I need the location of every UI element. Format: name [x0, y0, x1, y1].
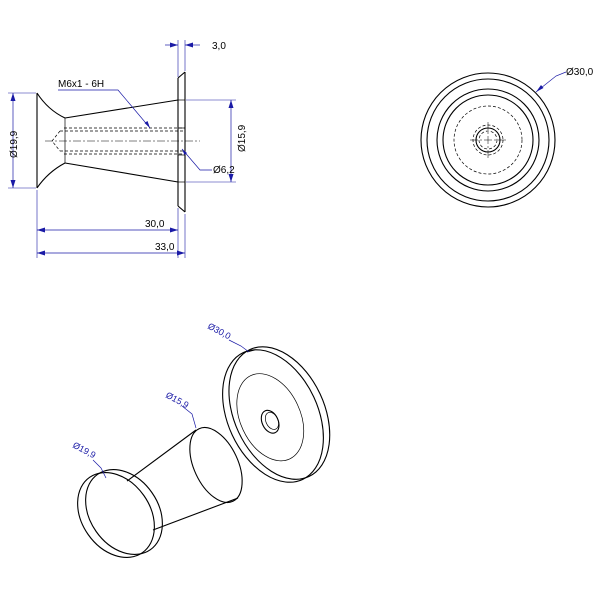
side-view: Ø19,9 Ø15,9 Ø6,2 M6x1 - 6H: [8, 40, 248, 258]
thread-callout-label: M6x1 - 6H: [58, 79, 104, 90]
dim-dia-15-9: Ø15,9: [186, 99, 248, 183]
side-view-profile: [36, 71, 186, 213]
dim-length-33-label: 33,0: [155, 242, 175, 253]
dim-iso-dia-19-9-label: Ø19,9: [71, 440, 97, 460]
iso-flange: [222, 346, 331, 483]
dim-iso-dia-15-9: Ø15,9: [164, 390, 197, 429]
dim-dia-19-9: Ø19,9: [8, 92, 36, 189]
front-flange-edge: [426, 78, 550, 202]
dim-length-33: 33,0: [37, 214, 186, 258]
dim-thickness-3-label: 3,0: [212, 41, 226, 52]
thread-callout: M6x1 - 6H: [58, 79, 151, 129]
dim-dia-19-9-label: Ø19,9: [9, 130, 20, 158]
threaded-hole-hidden: [51, 127, 185, 155]
dim-dia-15-9-label: Ø15,9: [237, 124, 248, 152]
dim-thickness-3: 3,0: [165, 40, 226, 77]
front-hidden-circle: [453, 105, 523, 175]
front-hidden-bore-inner: [478, 130, 498, 150]
dim-length-30: 30,0: [36, 190, 179, 258]
dim-iso-dia-15-9-label: Ø15,9: [164, 390, 190, 410]
dim-dia-6-2-label: Ø6,2: [213, 165, 235, 176]
front-neck-circle: [442, 94, 534, 186]
dim-length-30-label: 30,0: [145, 219, 165, 230]
front-view: Ø30,0: [420, 67, 594, 208]
dim-dia-6-2: Ø6,2: [181, 148, 235, 176]
front-outer-circle: [420, 72, 556, 208]
iso-knob-body: [77, 427, 243, 558]
dim-iso-dia-30: Ø30,0: [206, 321, 250, 353]
dim-front-dia-30-label: Ø30,0: [566, 67, 594, 78]
iso-view: Ø30,0 Ø15,9 Ø19,9: [71, 321, 331, 558]
dim-front-dia-30: Ø30,0: [535, 67, 594, 93]
dim-iso-dia-30-label: Ø30,0: [206, 321, 232, 341]
front-head-circle: [436, 88, 540, 192]
